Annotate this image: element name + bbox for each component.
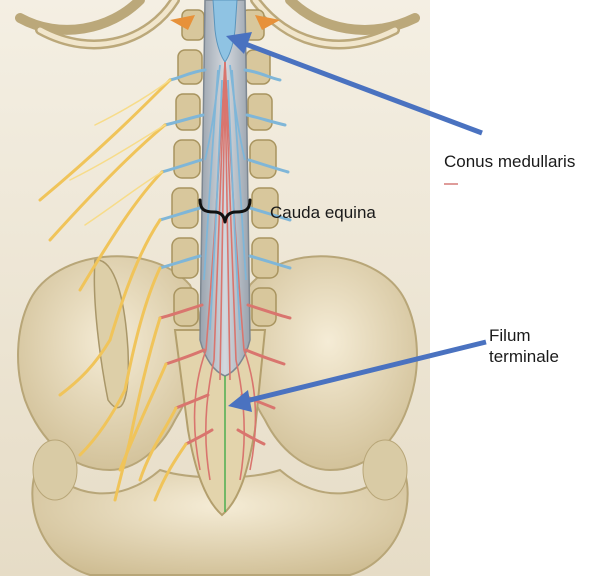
filum-terminale-arrow [241, 339, 487, 405]
cauda-equina-bracket [198, 198, 252, 224]
cauda-equina-label: Cauda equina [270, 203, 376, 222]
left-hip-socket [32, 439, 78, 501]
pelvis-right-ilium [238, 255, 418, 472]
lumbosacral-plexus [38, 78, 188, 502]
filum-terminale-label-line1: Filum [489, 326, 531, 345]
cauda-equina-roots [193, 61, 257, 481]
right-hip-socket [362, 439, 408, 501]
conus-medullaris-label: Conus medullaris [444, 152, 576, 171]
filum-terminale-label-line2: terminale [489, 347, 559, 366]
conus-medullaris-arrow [239, 39, 483, 136]
pelvis-lower [31, 458, 409, 576]
filum-terminale-label: Filum terminale [489, 325, 559, 367]
